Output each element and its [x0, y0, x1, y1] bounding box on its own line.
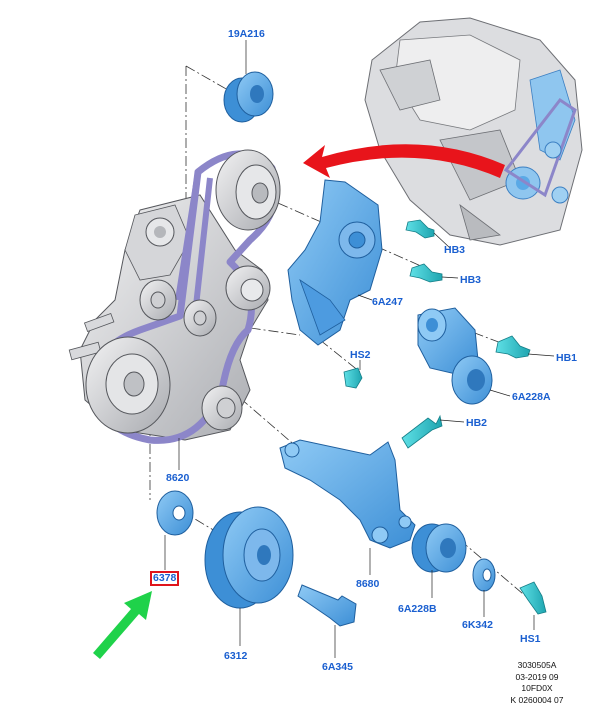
drawing-reference: 3030505A 03-2019 09 10FD0X K 0260004 07 [478, 660, 596, 706]
part-6K342-cap [472, 558, 496, 592]
fasteners [343, 219, 547, 615]
crank-pulley-grey [85, 336, 171, 434]
part-8680-bracket [279, 439, 416, 549]
part-6312-damper [204, 506, 294, 609]
callout-6A345[interactable]: 6A345 [322, 661, 353, 673]
reference-line-3: 10FD0X [521, 683, 553, 693]
idler-pulleys-grey [139, 265, 271, 431]
reference-line-1: 3030505A [517, 660, 557, 670]
callout-8680[interactable]: 8680 [356, 578, 380, 590]
engine-thumbnail [364, 17, 583, 246]
callout-6312[interactable]: 6312 [224, 650, 248, 662]
reference-line-2: 03-2019 09 [515, 671, 559, 682]
leader-lines [164, 40, 555, 658]
callout-6K342[interactable]: 6K342 [462, 619, 493, 631]
callout-HB1[interactable]: HB1 [556, 352, 578, 364]
callout-HS1[interactable]: HS1 [520, 633, 541, 645]
green-pointer-arrow [93, 591, 152, 659]
callout-HB3-lower[interactable]: HB3 [460, 274, 482, 286]
callout-HS2[interactable]: HS2 [350, 349, 371, 361]
callout-HB3-upper[interactable]: HB3 [444, 244, 466, 256]
part-6A228B-idler [411, 523, 467, 573]
part-6A247-bracket [287, 179, 383, 346]
top-pulley [215, 149, 281, 231]
part-6A228A-tensioner [417, 307, 493, 405]
callout-6A228B[interactable]: 6A228B [398, 603, 437, 615]
callout-19A216[interactable]: 19A216 [228, 28, 265, 40]
reference-line-4: K 0260004 07 [510, 694, 564, 705]
callout-HB2[interactable]: HB2 [466, 417, 488, 429]
red-curved-arrow [303, 144, 505, 178]
part-6A345-bolt [297, 584, 357, 627]
callout-6A247[interactable]: 6A247 [372, 296, 403, 308]
part-19A216-pulley [223, 71, 274, 123]
callout-6378[interactable]: 6378 [150, 571, 180, 586]
callout-8620[interactable]: 8620 [166, 472, 190, 484]
part-6378-washer [156, 490, 194, 536]
callout-6A228A[interactable]: 6A228A [512, 391, 551, 403]
